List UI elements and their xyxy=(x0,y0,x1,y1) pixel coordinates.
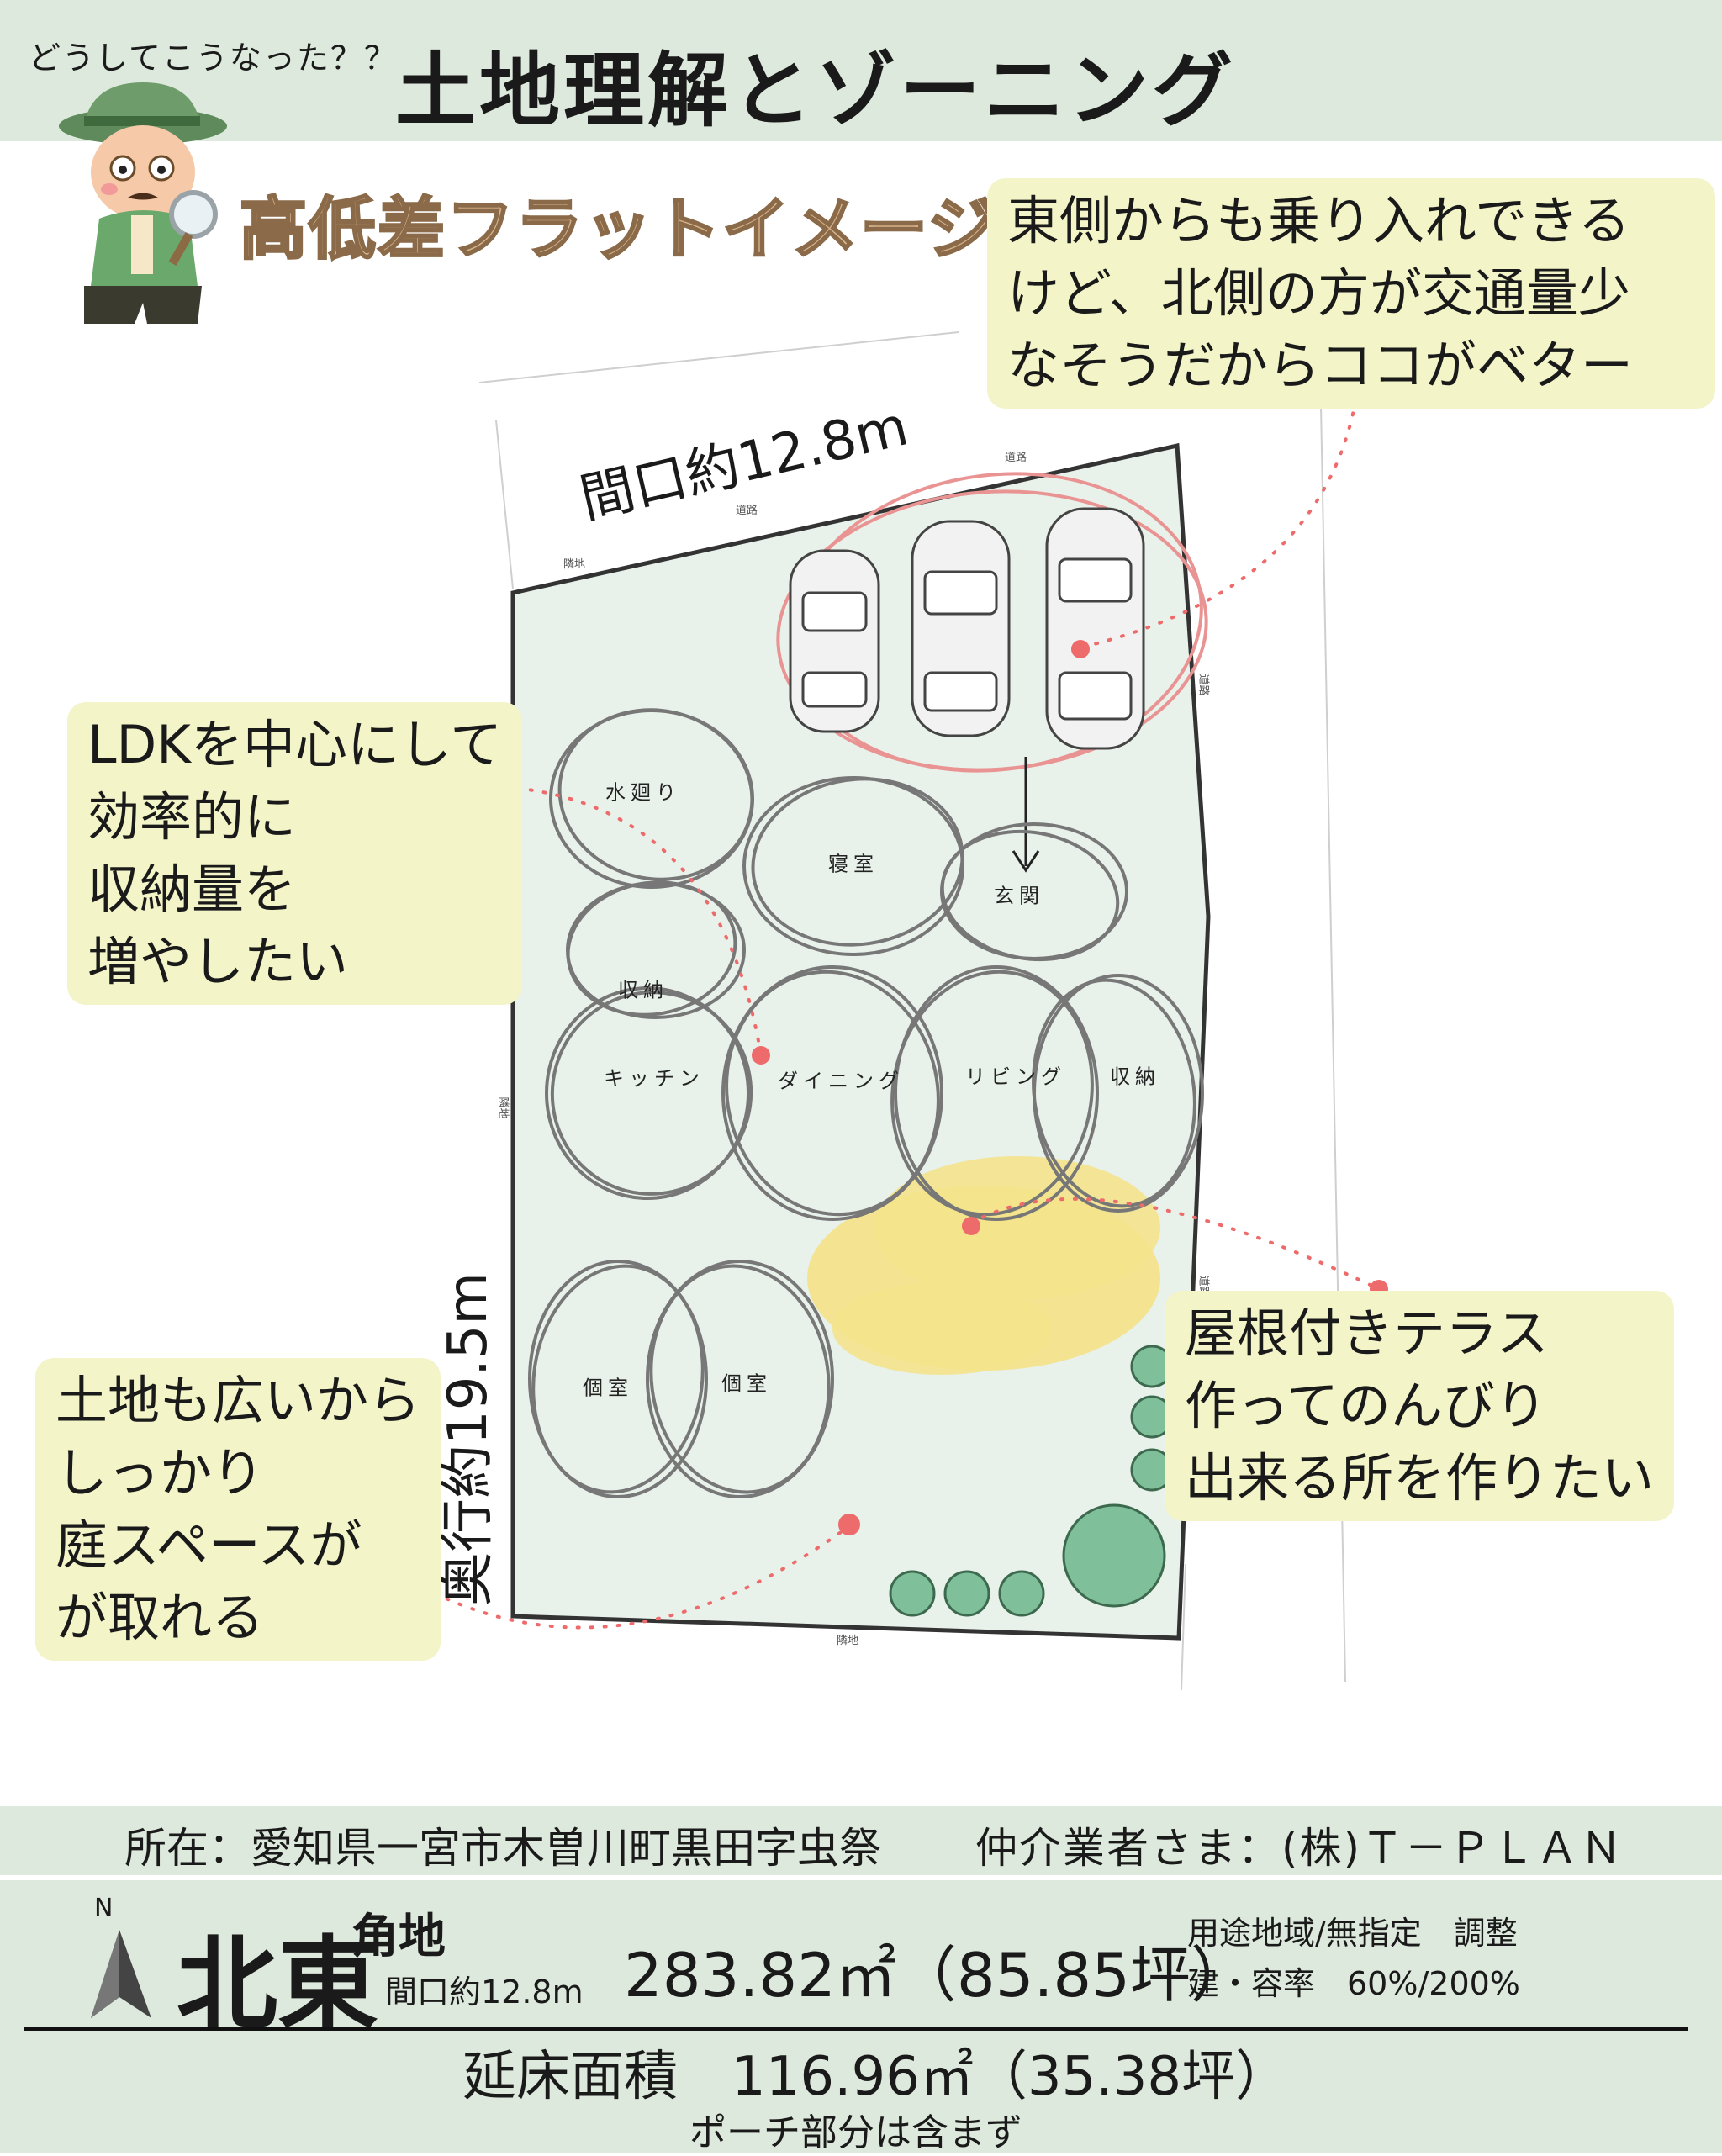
note-ldk-line: 増やしたい xyxy=(87,931,349,992)
car-2 xyxy=(911,520,1011,737)
note-garden-line: 庭スペースが xyxy=(55,1514,362,1576)
note-ldk-line: 効率的に xyxy=(87,786,297,848)
note-parking: 東側からも乗り入れできる けど、北側の方が交通量少 なそうだからココがベター xyxy=(987,178,1715,409)
note-garden-line: が取れる xyxy=(55,1587,265,1648)
coverage-ratio: 建・容率 60%/200% xyxy=(1187,1965,1520,2002)
direction: 北東 xyxy=(177,1926,378,2043)
north-label: N xyxy=(94,1894,114,1923)
note-garden: 土地も広いから しっかり 庭スペースが が取れる xyxy=(35,1358,441,1661)
boundary-neighbor-west: 隣地 xyxy=(496,1096,510,1119)
subtitle: 高低差フラットイメージ xyxy=(238,189,997,270)
page-title: 土地理解とゾーニング xyxy=(395,44,1236,138)
note-terrace-line: 作ってのんびり xyxy=(1185,1375,1547,1436)
detective-illustration xyxy=(59,82,227,324)
use-zone: 用途地域/無指定 調整 xyxy=(1187,1915,1518,1952)
header-band xyxy=(0,0,1722,141)
bubble-private2 xyxy=(646,1260,834,1498)
boundary-neighbor-south: 隣地 xyxy=(837,1635,859,1647)
note-garden-line: 土地も広いから xyxy=(55,1370,421,1431)
note-garden-line: しっかり xyxy=(55,1442,265,1503)
north-arrow-icon xyxy=(91,1930,151,2018)
room-dining: ダイニング xyxy=(778,1069,904,1093)
note-terrace-line: 出来る所を作りたい xyxy=(1185,1447,1655,1509)
room-storage1: 収納 xyxy=(618,978,668,1002)
note-terrace: 屋根付きテラス 作ってのんびり 出来る所を作りたい xyxy=(1165,1291,1675,1521)
room-living: リビング xyxy=(965,1065,1066,1089)
floor-area: 延床面積 116.96㎡（35.38坪） xyxy=(462,2046,1290,2108)
direction-suffix: 角地 xyxy=(351,1910,446,1964)
room-private1: 個室 xyxy=(583,1376,633,1400)
divider xyxy=(24,2027,1688,2031)
note-ldk-line: LDKを中心にして xyxy=(87,714,503,775)
location-text: 所在：愛知県一宮市木曽川町黒田字虫祭 xyxy=(124,1824,881,1873)
header-question: どうしてこうなった？？ xyxy=(29,40,398,77)
room-private2: 個室 xyxy=(721,1371,772,1396)
terrace-area xyxy=(807,1156,1160,1375)
bubble-living xyxy=(894,965,1099,1221)
broker-text: 仲介業者さま：(株)Ｔ－ＰＬＡＮ xyxy=(975,1824,1624,1873)
car-3 xyxy=(1045,507,1145,750)
note-terrace-line: 屋根付きテラス xyxy=(1185,1303,1549,1364)
callout-path-ne xyxy=(1079,385,1360,649)
note-parking-line: 東側からも乗り入れできる xyxy=(1007,190,1630,251)
room-storage2: 収納 xyxy=(1110,1065,1160,1089)
note-ldk: LDKを中心にして 効率的に 収納量を 増やしたい xyxy=(67,702,523,1005)
boundary-road-east: 道路 xyxy=(1196,674,1210,696)
porch-note: ポーチ部分は含まず xyxy=(689,2111,1022,2154)
bubble-kitchen xyxy=(545,986,750,1200)
note-ldk-line: 収納量を xyxy=(87,859,297,920)
note-parking-line: なそうだからココがベター xyxy=(1007,335,1634,396)
room-entrance: 玄関 xyxy=(994,884,1044,908)
boundary-road-mid: 道路 xyxy=(736,505,758,517)
bubble-dining xyxy=(721,965,943,1221)
summary-panel xyxy=(0,1880,1722,2153)
room-kitchen: キッチン xyxy=(604,1066,705,1091)
summary-frontage: 間口約12.8m xyxy=(385,1974,584,2011)
room-wet: 水廻り xyxy=(605,780,681,805)
note-parking-line: けど、北側の方が交通量少 xyxy=(1007,262,1630,324)
bubble-private1 xyxy=(528,1260,708,1498)
info-bar xyxy=(0,1806,1722,1875)
lot-area: 283.82㎡（85.85坪） xyxy=(624,1940,1252,2011)
boundary-neighbor-nw: 隣地 xyxy=(563,558,586,571)
car-1 xyxy=(789,549,880,733)
callout-path-terrace xyxy=(969,1197,1381,1291)
room-bedroom: 寝室 xyxy=(828,852,879,876)
boundary-road-top: 道路 xyxy=(1005,452,1027,464)
